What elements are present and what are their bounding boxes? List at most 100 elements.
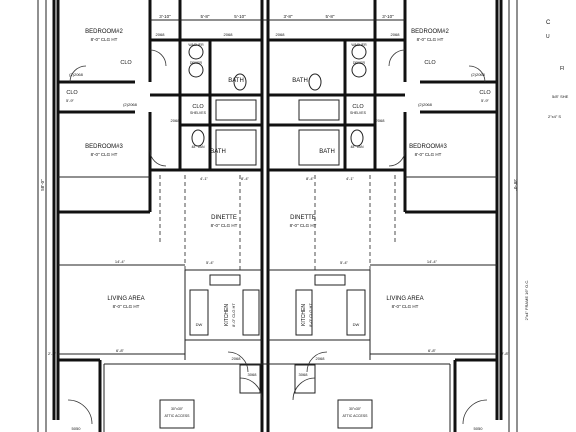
dim-label: 5050 <box>72 426 82 431</box>
washer-right: WASHER <box>351 43 367 47</box>
kitchen-left-ceiling: 8'-0" CLG HT <box>231 303 236 327</box>
dim-label: 3'-10" <box>159 14 171 19</box>
dryer-right: DRYER <box>353 61 366 65</box>
dw-left: DW <box>196 322 203 327</box>
kitchen-left-name: KITCHEN <box>224 304 230 326</box>
van-right: 48" VAN <box>350 145 364 149</box>
dim-label: 5'-8" <box>326 14 335 19</box>
dim-label: 2068 <box>171 118 181 123</box>
kitchen-right-name: KITCHEN <box>301 304 307 326</box>
dim-label: 14'-4" <box>427 259 438 264</box>
clo-left-mid: CLO <box>66 90 78 96</box>
interior-walls-left <box>58 0 262 360</box>
interior-walls-right <box>268 0 497 360</box>
clo-right-mid: CLO <box>479 90 491 96</box>
van-left: 48" VAN <box>191 145 205 149</box>
living-left-ceiling: 8'-0" CLG HT <box>113 304 140 309</box>
note-right-4: 5/8" SHE <box>552 94 569 99</box>
shelves-right: SHELVES <box>350 111 367 115</box>
fixture-labels: WASHER DRYER WASHER DRYER 48" VAN 48" VA… <box>164 20 568 418</box>
dinette-left-name: DINETTE <box>211 215 237 221</box>
dim-label: 2068 <box>224 32 234 37</box>
bedroom3-left-ceiling: 8'-0" CLG HT <box>91 152 118 157</box>
dim-label: 2068 <box>276 32 286 37</box>
dim-label: 58'-0" <box>40 179 45 191</box>
dim-label: (2)2068 <box>418 102 433 107</box>
dim-label: (2)2068 <box>123 102 138 107</box>
dim-label: 2'-8" <box>48 351 57 356</box>
clo-shelves-left: CLO <box>192 104 204 110</box>
dim-label: 2068 <box>156 32 166 37</box>
dim-label: 3'-8" <box>284 14 293 19</box>
dim-label: 5'-10" <box>234 14 246 19</box>
kitchen-counters <box>189 274 366 336</box>
bedroom3-right-name: BEDROOM#3 <box>409 144 447 150</box>
bedroom2-right-ceiling: 8'-0" CLG HT <box>417 37 444 42</box>
clo-left-upper: CLO <box>120 60 132 66</box>
note-right-5: 2"x4" S <box>548 114 561 119</box>
dimension-lines <box>45 0 510 432</box>
dinette-right-name: DINETTE <box>290 215 316 221</box>
bath-top-left: BATH <box>228 78 244 84</box>
dim-label: 2068 <box>376 118 386 123</box>
attic-access-boxes <box>159 364 373 429</box>
attic-left: ATTIC ACCESS <box>164 414 190 418</box>
dim-label: 14'-4" <box>115 259 126 264</box>
note-right-2: U <box>546 34 550 40</box>
shelves-left: SHELVES <box>190 111 207 115</box>
dim-label: 6'-8" <box>116 348 125 353</box>
note-right-3: FI <box>560 66 564 72</box>
dim-label: (2)2068 <box>69 72 84 77</box>
room-labels: BEDROOM#2 8'-0" CLG HT BEDROOM#2 8'-0" C… <box>66 29 491 327</box>
bath-bottom-left: BATH <box>210 149 226 155</box>
dim-label: 2'-8" <box>501 351 510 356</box>
dim-label: 3'-10" <box>382 14 394 19</box>
door-swings <box>67 49 488 425</box>
dim-label: 5050 <box>474 426 484 431</box>
bedroom2-left-ceiling: 8'-0" CLG HT <box>91 37 118 42</box>
clo-shelves-right: CLO <box>352 104 364 110</box>
bedroom3-right-ceiling: 8'-0" CLG HT <box>415 152 442 157</box>
dw-right: DW <box>353 322 360 327</box>
dim-label: 2068 <box>391 32 401 37</box>
washer-left: WASHER <box>188 43 204 47</box>
dim-label: 4'-1" <box>200 176 209 181</box>
bath-top-right: BATH <box>292 78 308 84</box>
attic-right: ATTIC ACCESS <box>342 414 368 418</box>
dim-label: 2068 <box>316 356 326 361</box>
living-right-name: LIVING AREA <box>386 296 423 302</box>
bath-fixtures <box>188 44 367 166</box>
bedroom2-right-name: BEDROOM#2 <box>411 29 449 35</box>
dim-label: 5'-8" <box>201 14 210 19</box>
dim-label: 8'-4" <box>306 176 315 181</box>
dim-label: 4'-1" <box>346 176 355 181</box>
dim-label: 8'-4" <box>241 176 250 181</box>
bath-bottom-right: BATH <box>319 149 335 155</box>
dim-label: 5'-4" <box>340 260 349 265</box>
dinette-left-ceiling: 8'-0" CLG HT <box>211 223 238 228</box>
dim-label: 2068 <box>232 356 242 361</box>
living-right-ceiling: 8'-0" CLG HT <box>392 304 419 309</box>
note-right-top: C <box>546 20 551 26</box>
clo-right-upper: CLO <box>424 60 436 66</box>
dim-label: 38'-0" <box>513 179 518 191</box>
dryer-left: DRYER <box>190 61 203 65</box>
dim-label: (2)2068 <box>471 72 486 77</box>
dinette-right-ceiling: 8'-0" CLG HT <box>290 223 317 228</box>
exterior-walls <box>37 0 518 432</box>
attic-size-left: 30"x30" <box>171 407 184 411</box>
kitchen-right-ceiling: 8'-0" CLG HT <box>308 303 313 327</box>
dimension-labels: 3'-10" 5'-8" 5'-10" 3'-8" 5'-8" 3'-10" 2… <box>40 14 518 431</box>
bedroom2-left-name: BEDROOM#2 <box>85 29 123 35</box>
dim-label: 6'-8" <box>428 348 437 353</box>
dim-label: 3068 <box>248 372 258 377</box>
bedroom3-left-name: BEDROOM#3 <box>85 144 123 150</box>
dim-label: 5'-4" <box>206 260 215 265</box>
living-left-name: LIVING AREA <box>107 296 144 302</box>
attic-size-right: 30"x30" <box>349 407 362 411</box>
dim-label: 5'-9" <box>481 98 490 103</box>
dim-label: 3068 <box>299 372 309 377</box>
frame-note: 2"x4" FRAME 16" O.C. <box>524 280 529 321</box>
